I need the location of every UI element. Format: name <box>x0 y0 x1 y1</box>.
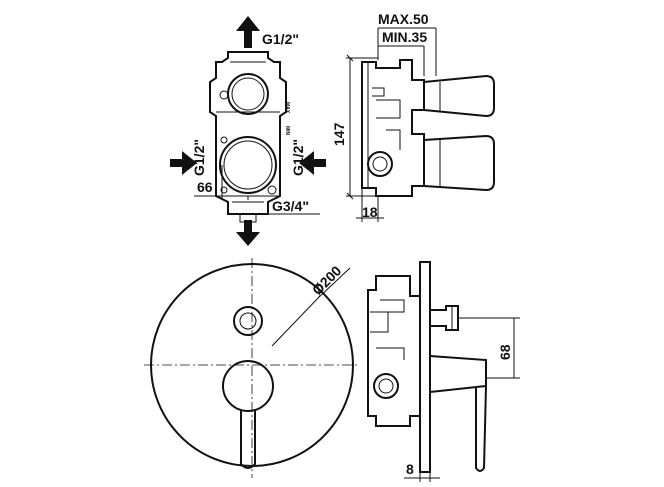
valve-body-side-view: MAX.50 MIN.35 147 18 <box>331 11 495 222</box>
flow-arrow-down-icon <box>236 220 260 246</box>
flow-arrow-up-icon <box>236 16 260 48</box>
dim-147-label: 147 <box>331 122 347 146</box>
flow-arrow-right-icon <box>170 151 197 175</box>
cover-plate-front-view: Ø200 <box>144 258 360 478</box>
max-mark: MAX <box>284 102 290 114</box>
assembly-side-view: 68 8 <box>367 261 520 482</box>
max-depth-label: MAX.50 <box>378 11 429 27</box>
valve-body-front-view: MAX MIN G1/2" G1/2" G1/2" 66 G3/4" <box>170 16 326 246</box>
dim-66-label: 66 <box>197 179 213 195</box>
dim-18-label: 18 <box>362 204 378 220</box>
left-inlet-label: G1/2" <box>191 139 207 176</box>
dim-200-label: Ø200 <box>309 262 345 298</box>
bottom-outlet-label: G3/4" <box>272 198 309 214</box>
min-depth-label: MIN.35 <box>382 29 427 45</box>
dim-8-label: 8 <box>406 461 414 477</box>
flow-arrow-left-icon <box>299 151 326 175</box>
dim-68-label: 68 <box>497 344 513 360</box>
top-inlet-label: G1/2" <box>262 31 299 47</box>
min-mark: MIN <box>284 126 290 136</box>
right-inlet-label: G1/2" <box>290 139 306 176</box>
